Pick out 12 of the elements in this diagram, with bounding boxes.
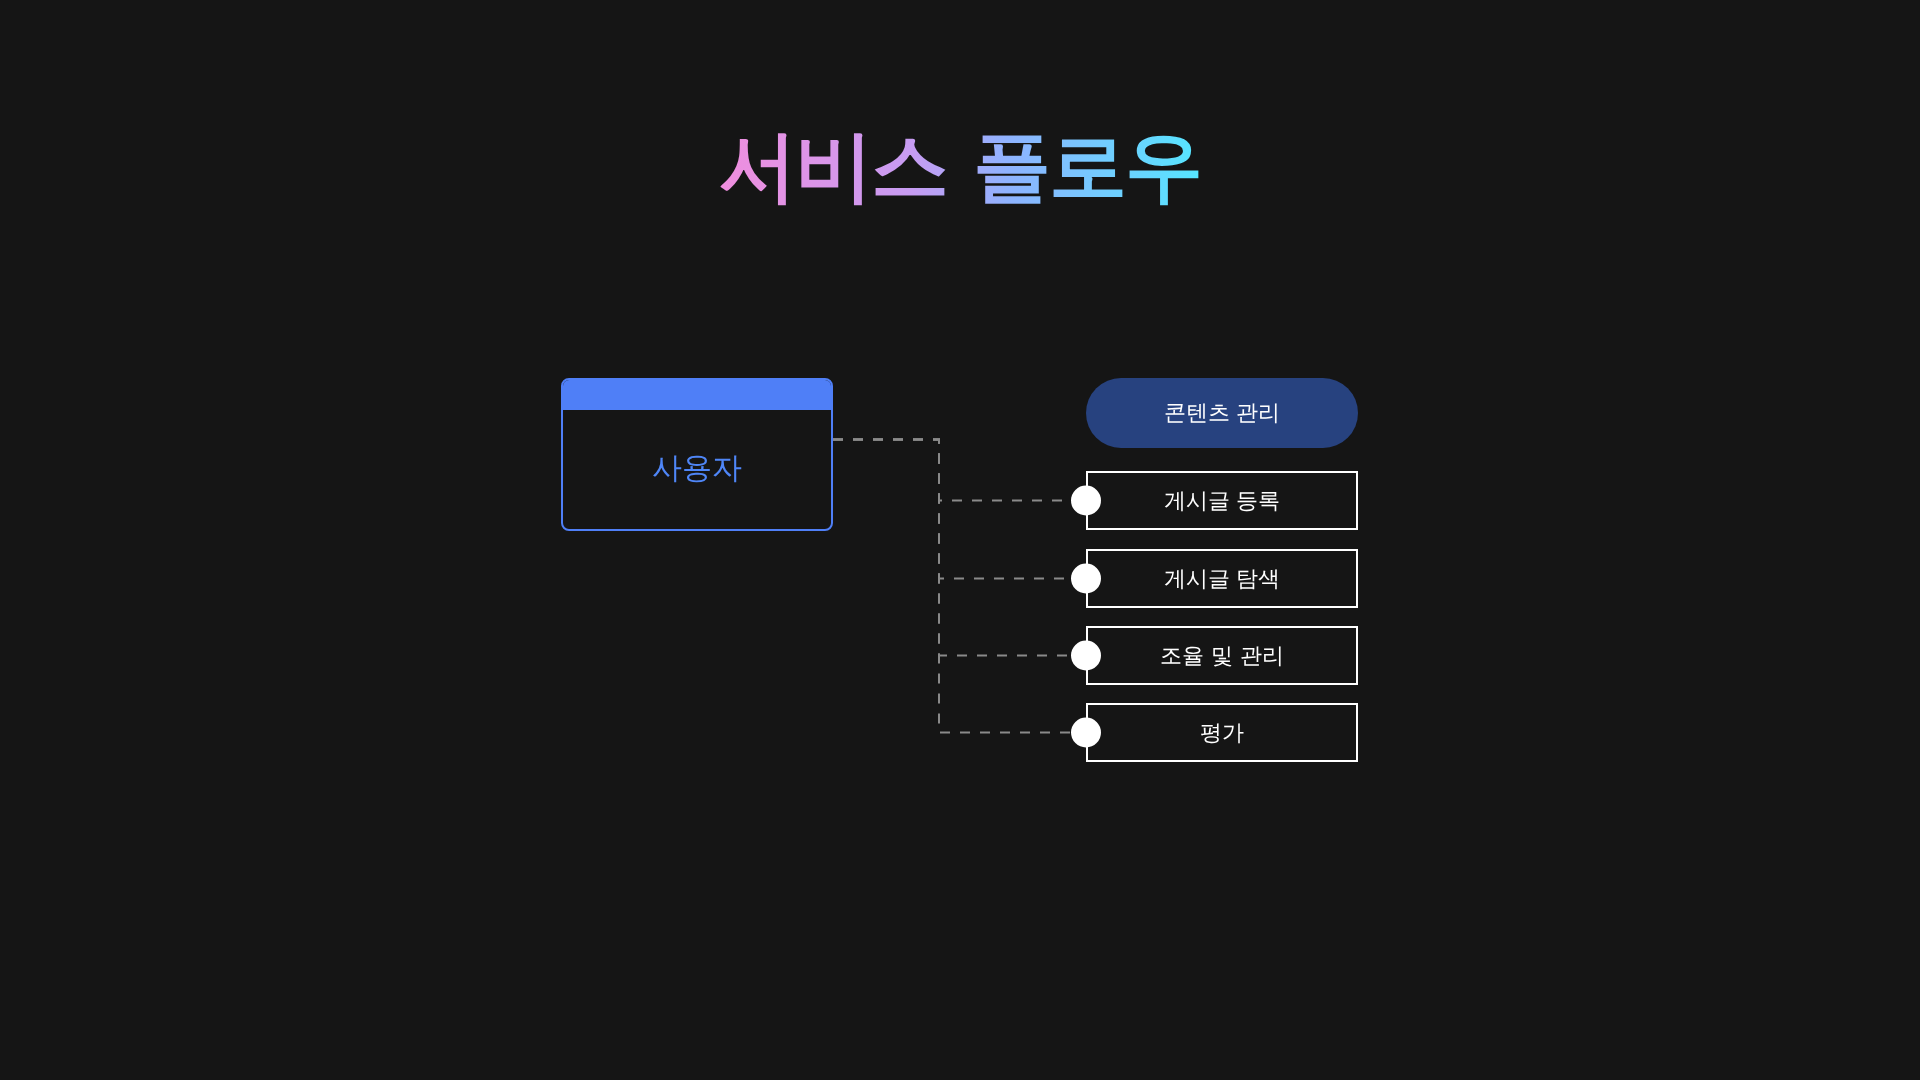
step-label: 게시글 탐색 bbox=[1163, 564, 1281, 593]
step-box bbox=[1086, 626, 1358, 685]
step-label: 게시글 등록 bbox=[1163, 486, 1281, 515]
actor-card bbox=[561, 378, 833, 531]
actor-label: 사용자 bbox=[652, 449, 742, 487]
step-box bbox=[1086, 471, 1358, 530]
step-label: 조율 및 관리 bbox=[1160, 641, 1284, 670]
step-box bbox=[1086, 703, 1358, 762]
dashed-connector bbox=[832, 438, 1101, 748]
step-box bbox=[1086, 549, 1358, 608]
category-label: 콘텐츠 관리 bbox=[1163, 399, 1281, 427]
step-label: 평가 bbox=[1200, 718, 1244, 747]
